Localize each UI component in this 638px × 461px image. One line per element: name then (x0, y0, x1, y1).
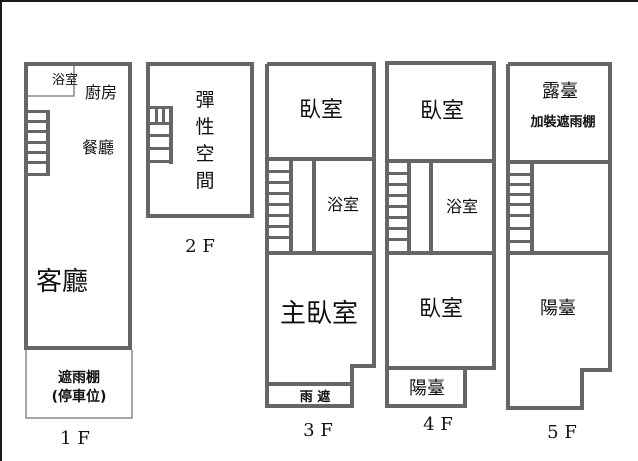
floor-label-5f: 5 F (547, 422, 577, 443)
floor-1f-bathroom-wall (28, 66, 75, 97)
stair-step (389, 216, 411, 219)
room-label-4f-balcony: 陽臺 (409, 378, 445, 399)
stair-step (150, 122, 173, 125)
stair-step (389, 194, 411, 197)
floor-1f-stairs (28, 110, 50, 176)
floor-5f-outline (506, 62, 612, 410)
floor-5f-stairs (510, 173, 532, 243)
stair-step (28, 161, 50, 164)
floor-1f: 浴室 廚房 餐廳 客廳 遮雨棚 (停車位) 1 F (24, 62, 133, 449)
floor-4f-balcony-outline (385, 368, 467, 408)
room-label-2f-flex-4: 間 (195, 170, 214, 192)
stair-step (269, 214, 293, 217)
room-label-1f-dining: 餐廳 (82, 138, 114, 157)
room-label-1f-kitchen: 廚房 (85, 83, 117, 102)
stair-step (28, 130, 50, 133)
stair-step (510, 227, 532, 230)
room-label-3f-master-bedroom: 主臥室 (280, 299, 358, 329)
floor-3f-stairs (269, 161, 293, 251)
stair-step (510, 173, 532, 176)
stair-step (389, 205, 411, 208)
room-label-4f-bedroom-back: 臥室 (419, 297, 463, 322)
stair-step (510, 193, 532, 196)
floor-1f-outline (24, 62, 132, 350)
stair-step (510, 214, 532, 217)
stair-step (269, 181, 293, 184)
stair-step (150, 147, 173, 150)
stair-step (269, 170, 293, 173)
stair-step (28, 141, 50, 144)
floor-2f: 彈 性 空 間 2 F (146, 62, 254, 257)
stair-step (269, 225, 293, 228)
room-label-1f-bathroom: 浴室 (52, 72, 78, 88)
floor-label-4f: 4 F (423, 414, 453, 435)
floor-5f: 露臺 加裝遮雨棚 陽臺 5 F (506, 62, 612, 443)
stair-step (150, 106, 173, 109)
floor-3f: 臥室 浴室 主臥室 雨 遮 3 F (265, 62, 376, 441)
stair-step (28, 110, 50, 113)
stair-step (150, 134, 173, 137)
stair-step (269, 236, 293, 239)
stair-step (389, 172, 411, 175)
floor-2f-stairs (150, 106, 173, 164)
floor-2f-outline (146, 62, 254, 218)
floor-label-3f: 3 F (303, 420, 333, 441)
stair-step (389, 238, 411, 241)
floor-4f-stairs (389, 163, 411, 251)
stair-step (389, 227, 411, 230)
stair-step (155, 106, 158, 124)
floor-label-1f: 1 F (60, 428, 90, 449)
room-label-3f-bathroom: 浴室 (327, 195, 359, 214)
room-label-3f-awning: 雨 遮 (300, 389, 331, 405)
room-label-3f-bedroom: 臥室 (299, 98, 343, 123)
floor-4f: 臥室 浴室 臥室 陽臺 4 F (385, 61, 496, 435)
stair-step (389, 183, 411, 186)
stair-step (269, 192, 293, 195)
room-label-2f-flex-2: 性 (195, 116, 214, 138)
room-label-4f-bedroom-front: 臥室 (420, 99, 464, 124)
room-label-5f-terrace-note: 加裝遮雨棚 (529, 114, 595, 130)
floor-1f-carport-outline (25, 350, 133, 419)
stair-step (510, 183, 532, 186)
stair-step (510, 240, 532, 243)
stair-step (28, 151, 50, 154)
room-label-2f-flex-3: 空 (195, 143, 214, 165)
room-label-1f-living: 客廳 (36, 267, 88, 297)
room-label-4f-bathroom: 浴室 (446, 197, 478, 216)
stair-step (162, 106, 165, 124)
stair-step (150, 160, 173, 163)
stair-step (28, 120, 50, 123)
floor-3f-outline (265, 62, 376, 408)
room-label-1f-carport-note: (停車位) (52, 388, 107, 405)
stair-step (510, 203, 532, 206)
room-label-2f-flex-1: 彈 (195, 89, 214, 111)
stair-step (28, 173, 50, 176)
floor-4f-outline (385, 61, 496, 370)
room-label-5f-balcony: 陽臺 (540, 298, 576, 319)
room-label-1f-carport: 遮雨棚 (58, 369, 100, 386)
stair-step (269, 203, 293, 206)
floor-label-2f: 2 F (185, 236, 215, 257)
room-label-5f-terrace: 露臺 (542, 81, 578, 102)
